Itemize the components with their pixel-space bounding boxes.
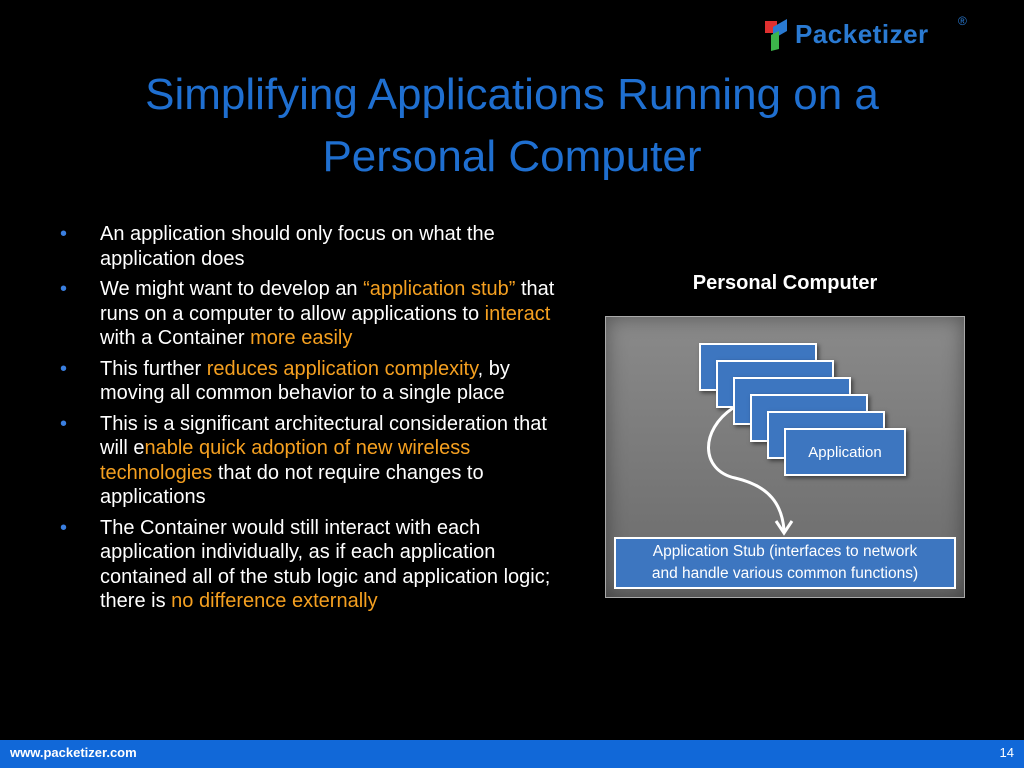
footer-url[interactable]: www.packetizer.com xyxy=(10,745,137,760)
diagram-label: Personal Computer xyxy=(692,272,878,294)
bullet-dot-icon: • xyxy=(60,278,68,300)
logo-mark-icon xyxy=(765,17,791,51)
bullet-text: The Container would still interact with … xyxy=(100,516,551,613)
highlight-text: no difference externally xyxy=(171,590,378,612)
bullet-dot-icon: • xyxy=(60,516,68,539)
bullet-dot-icon: • xyxy=(60,357,68,380)
application-stub-box: Application Stub (interfaces to network … xyxy=(614,537,956,589)
bullet-text: that do not require changes to applicati… xyxy=(100,461,484,509)
title-line-2: Personal Computer xyxy=(322,132,702,181)
highlight-text: interact xyxy=(484,302,551,325)
title-line-1: Simplifying Applications Running on a xyxy=(145,70,879,119)
bullet-item: • This is a significant architectural con… xyxy=(60,412,560,510)
bullet-item: • We might want to develop an “applicatio… xyxy=(60,277,560,351)
logo-text: Packetizer xyxy=(795,18,929,49)
highlight-text: “application stub” xyxy=(363,278,516,300)
registered-mark: ® xyxy=(958,14,967,28)
highlight-text: more easily xyxy=(250,327,353,349)
slide-title: Simplifying Applications Running on a Pe… xyxy=(40,64,984,188)
highlight-text: reduces application complexity xyxy=(206,357,478,380)
application-card-front: Application xyxy=(784,428,906,476)
bullet-item: • An application should only focus on wha… xyxy=(60,222,560,271)
bullet-text: We might want to develop an xyxy=(100,278,364,300)
bullet-text: , by moving all common behavior to a sin… xyxy=(100,357,510,405)
bullet-item: • This further reduces application comple… xyxy=(60,357,560,406)
stub-line-2: and handle various common functions) xyxy=(651,565,919,582)
stub-line-1: Application Stub (interfaces to network xyxy=(652,543,918,560)
application-label: Application xyxy=(808,443,882,461)
bullet-text: This is a significant architectural cons… xyxy=(100,412,547,460)
bullet-dot-icon: • xyxy=(60,223,68,245)
bullet-dot-icon: • xyxy=(60,412,68,435)
bullet-text: that runs on a computer to allow applica… xyxy=(100,278,555,325)
packetizer-logo: Packetizer xyxy=(765,17,929,51)
page-number: 14 xyxy=(999,745,1014,760)
bullet-text: An application should only focus on what… xyxy=(100,223,495,270)
bullet-list: • An application should only focus on wha… xyxy=(60,222,560,620)
bullet-text: with a Container xyxy=(100,327,251,349)
bullet-item: • The Container would still interact with… xyxy=(60,516,560,614)
bullet-text: This further xyxy=(100,357,207,380)
footer-bar: www.packetizer.com 14 xyxy=(0,740,1024,768)
highlight-text: nable quick adoption of new wireless tec… xyxy=(100,437,471,484)
